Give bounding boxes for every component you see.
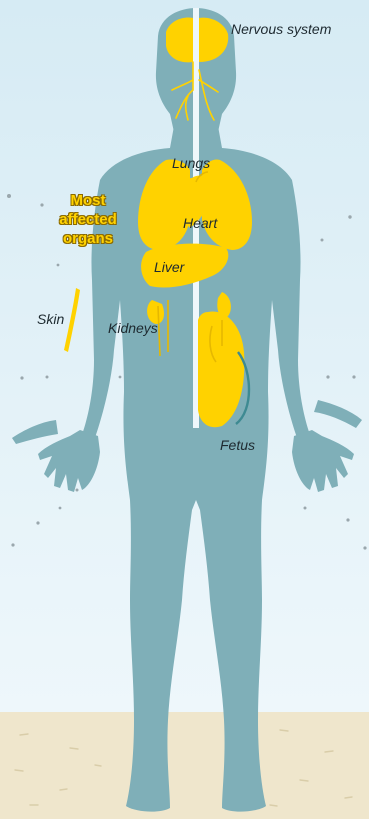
heading-line-3: organs xyxy=(38,229,138,248)
label-nervous-system: Nervous system xyxy=(231,21,331,37)
heading-line-2: affected xyxy=(38,210,138,229)
most-affected-organs-heading: Most affected organs xyxy=(38,191,138,248)
label-fetus: Fetus xyxy=(220,437,255,453)
ground xyxy=(0,712,369,819)
label-lungs: Lungs xyxy=(172,155,210,171)
label-skin: Skin xyxy=(37,311,64,327)
label-kidneys: Kidneys xyxy=(108,320,158,336)
heading-line-1: Most xyxy=(38,191,138,210)
label-heart: Heart xyxy=(183,215,217,231)
label-liver: Liver xyxy=(154,259,184,275)
